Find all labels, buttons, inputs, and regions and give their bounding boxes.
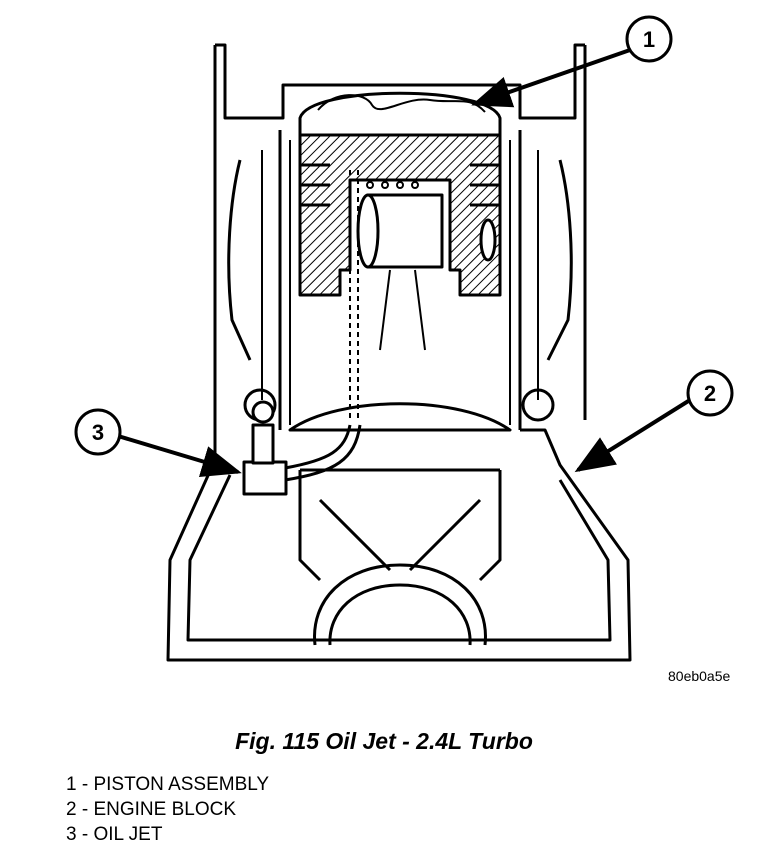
legend-label: ENGINE BLOCK — [93, 799, 237, 820]
oil-jet — [242, 170, 362, 496]
callout-2: 2 — [686, 369, 734, 417]
legend-separator: - — [76, 799, 94, 820]
legend-item: 3 - OIL JET — [66, 822, 269, 847]
image-code: 80eb0a5e — [668, 668, 731, 684]
engine-illustration: 1 2 3 — [74, 15, 734, 662]
legend-item: 2 - ENGINE BLOCK — [66, 797, 269, 822]
legend-separator: - — [76, 774, 94, 795]
legend-item: 1 - PISTON ASSEMBLY — [66, 772, 269, 797]
callout-1-label: 1 — [643, 27, 655, 52]
figure-caption: Fig. 115 Oil Jet - 2.4L Turbo — [235, 728, 533, 754]
callout-3: 3 — [74, 408, 122, 456]
legend-number: 3 — [66, 824, 77, 845]
legend-separator: - — [76, 824, 94, 845]
engine-block — [166, 43, 632, 662]
legend-list: 1 - PISTON ASSEMBLY 2 - ENGINE BLOCK 3 -… — [66, 772, 269, 847]
callout-3-label: 3 — [92, 420, 104, 445]
legend-label: OIL JET — [93, 824, 163, 845]
piston-assembly — [288, 91, 512, 432]
callout-1: 1 — [625, 15, 673, 63]
legend-number: 1 — [66, 774, 77, 795]
legend-number: 2 — [66, 799, 77, 820]
legend-label: PISTON ASSEMBLY — [93, 774, 270, 795]
callout-2-label: 2 — [704, 381, 716, 406]
callout-leaders — [117, 48, 692, 477]
